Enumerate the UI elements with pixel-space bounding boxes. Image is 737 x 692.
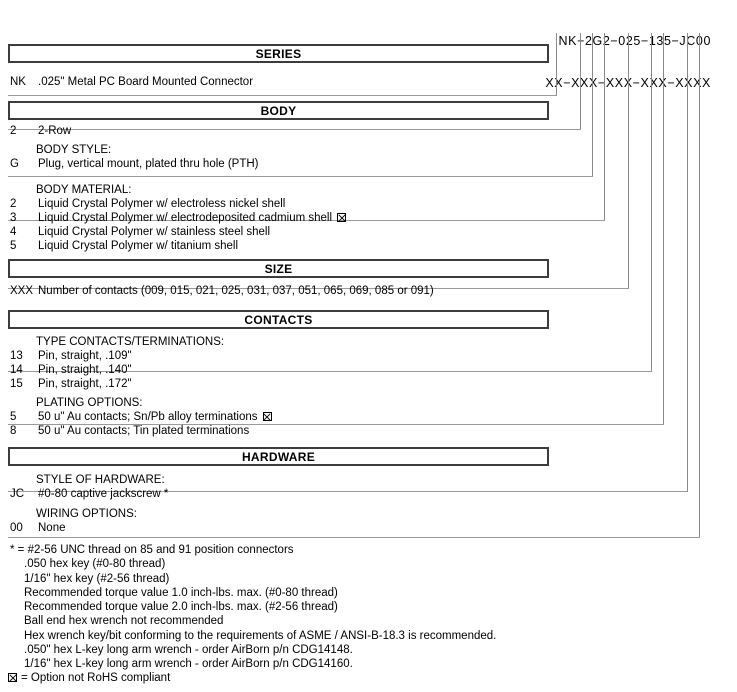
section-title-text: SERIES — [255, 46, 302, 61]
option-desc: Liquid Crystal Polymer w/ titanium shell — [38, 240, 239, 252]
footnote-line: Ball end hex wrench not recommended — [24, 615, 224, 628]
option-desc: None — [38, 522, 66, 534]
footnote-line: * = #2-56 UNC thread on 85 and 91 positi… — [10, 544, 294, 556]
option-code: 13 — [10, 350, 23, 362]
option-code: 8 — [10, 425, 17, 437]
rule-wiring-bottom — [8, 537, 700, 538]
non-rohs-icon — [262, 412, 272, 421]
option-code: 2 — [10, 125, 17, 137]
leader-line-wiring — [699, 33, 700, 537]
option-desc: Liquid Crystal Polymer w/ electrodeposit… — [38, 212, 333, 224]
footnote-line: Recommended torque value 2.0 inch-lbs. m… — [24, 601, 338, 614]
option-code: 14 — [10, 364, 23, 376]
option-code: 4 — [10, 226, 17, 238]
section-title-text: BODY — [260, 103, 297, 118]
footnotes-block: * = #2-56 UNC thread on 85 and 91 positi… — [10, 543, 496, 672]
rohs-legend-text: = Option not RoHS compliant — [21, 672, 171, 684]
option-desc: Liquid Crystal Polymer w/ stainless stee… — [38, 226, 271, 238]
option-desc: 50 u" Au contacts; Sn/Pb alloy terminati… — [38, 411, 258, 423]
section-header-body: BODY — [8, 101, 549, 120]
footnote-line: 1/16" hex key (#2-56 thread) — [24, 572, 170, 585]
option-code: NK — [10, 76, 26, 88]
option-code: 5 — [10, 240, 17, 252]
option-code: 15 — [10, 378, 23, 390]
part-number-example: NK−2G2−025−135−JC00 — [558, 34, 711, 48]
rohs-legend: = Option not RoHS compliant — [8, 671, 170, 685]
footnote-line: Recommended torque value 1.0 inch-lbs. m… — [24, 586, 338, 599]
rule-series-bottom — [8, 95, 557, 96]
option-desc: Number of contacts (009, 015, 021, 025, … — [38, 285, 434, 297]
option-desc: Pin, straight, .109" — [38, 350, 132, 362]
group-label-style-of-hardware: STYLE OF HARDWARE: — [36, 474, 165, 486]
option-desc: Liquid Crystal Polymer w/ electroless ni… — [38, 198, 286, 210]
option-code: 2 — [10, 198, 17, 210]
footnote-line: .050 hex key (#0-80 thread) — [24, 558, 166, 571]
option-code: 00 — [10, 522, 23, 534]
rule-body-bottom — [8, 129, 581, 130]
option-desc: .025" Metal PC Board Mounted Connector — [38, 76, 254, 88]
option-code: 5 — [10, 411, 17, 423]
part-number-header: NK−2G2−025−135−JC00 XX−XXX−XXX−XXX−XXXX — [0, 6, 711, 104]
option-desc: Plug, vertical mount, plated thru hole (… — [38, 158, 259, 170]
rule-contacts-type-bottom — [8, 371, 652, 372]
rule-body-material-bottom — [8, 220, 605, 221]
part-number-mask: XX−XXX−XXX−XXX−XXXX — [545, 76, 711, 90]
non-rohs-icon — [337, 213, 347, 222]
option-desc: #0-80 captive jackscrew * — [38, 488, 169, 500]
group-label-body-material: BODY MATERIAL: — [36, 184, 132, 196]
rule-hardware-bottom — [8, 491, 688, 492]
option-code: JC — [10, 488, 25, 500]
section-title-text: HARDWARE — [241, 449, 316, 464]
option-code: G — [10, 158, 19, 170]
section-header-series: SERIES — [8, 44, 549, 63]
group-label-body-style: BODY STYLE: — [36, 144, 112, 156]
section-header-contacts: CONTACTS — [8, 310, 549, 329]
rule-plating-bottom — [8, 424, 664, 425]
footnote-line: Hex wrench key/bit conforming to the req… — [24, 629, 497, 642]
option-desc: Pin, straight, .140" — [38, 364, 132, 376]
rule-body-style-bottom — [8, 176, 593, 177]
section-title-text: CONTACTS — [244, 312, 313, 327]
section-title-text: SIZE — [264, 261, 293, 276]
option-desc: Pin, straight, .172" — [38, 378, 132, 390]
footnote-line: 1/16" hex L-key long arm wrench - order … — [24, 658, 353, 671]
option-desc-wrap: Liquid Crystal Polymer w/ electrodeposit… — [38, 211, 347, 225]
group-label-wiring-options: WIRING OPTIONS: — [36, 508, 137, 520]
non-rohs-icon — [8, 673, 17, 682]
footnote-line: .050" hex L-key long arm wrench - order … — [24, 644, 353, 657]
option-desc: 2-Row — [38, 125, 72, 137]
rule-size-bottom — [8, 288, 629, 289]
option-desc-wrap: 50 u" Au contacts; Sn/Pb alloy terminati… — [38, 410, 272, 424]
section-header-hardware: HARDWARE — [8, 447, 549, 466]
section-header-size: SIZE — [8, 259, 549, 278]
group-label-type-terminations: TYPE CONTACTS/TERMINATIONS: — [36, 336, 225, 348]
option-code: 3 — [10, 212, 17, 224]
group-label-plating-options: PLATING OPTIONS: — [36, 397, 143, 409]
option-desc: 50 u" Au contacts; Tin plated terminatio… — [38, 425, 250, 437]
option-code: XXX — [10, 285, 34, 297]
